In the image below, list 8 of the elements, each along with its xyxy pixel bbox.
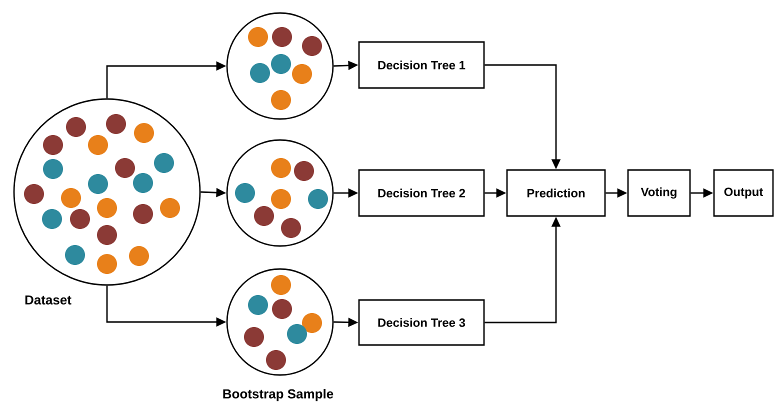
circle-label: Dataset (25, 295, 72, 305)
process-box: Decision Tree 3 (358, 299, 485, 346)
caption-label: Bootstrap Sample (223, 388, 334, 402)
process-box: Decision Tree 2 (358, 169, 485, 217)
process-box: Voting (627, 169, 691, 217)
process-box: Output (713, 169, 774, 217)
process-box: Prediction (506, 169, 606, 217)
process-box: Decision Tree 1 (358, 41, 485, 89)
